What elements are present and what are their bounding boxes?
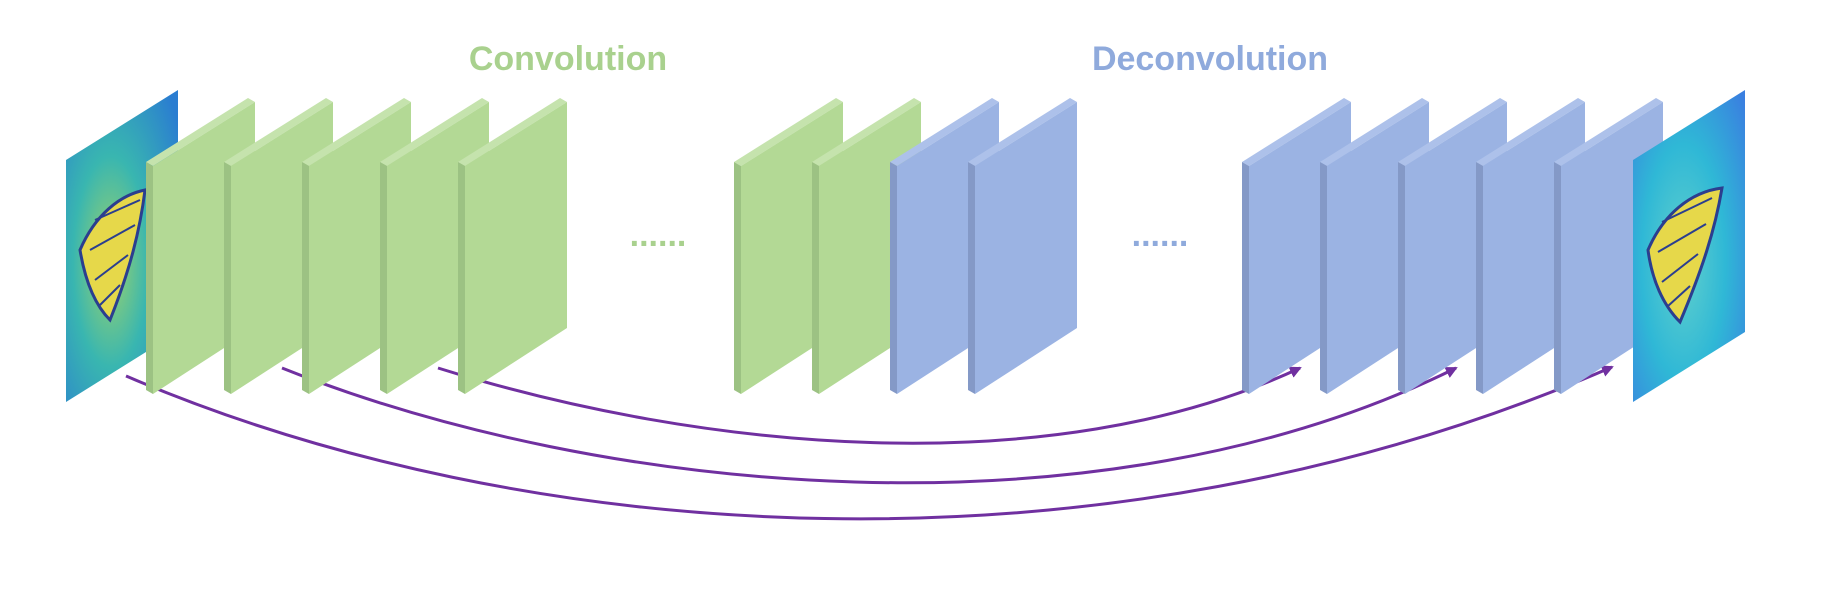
conv-layers-group-1: [146, 98, 567, 394]
convolution-label: Convolution: [469, 40, 667, 78]
deconv-ellipsis: ......: [1132, 216, 1189, 254]
skip-arrow-middle: [281, 366, 1458, 485]
deconv-layers-group-2: [1242, 98, 1663, 394]
output-butterfly-icon: [1646, 186, 1724, 325]
skip-arrow-outer: [125, 365, 1614, 521]
output-image: [1633, 90, 1745, 402]
conv-layer-5: [458, 98, 567, 394]
skip-arrow-inner: [437, 366, 1302, 445]
deconv-layer-2: [968, 98, 1077, 394]
conv-ellipsis: ......: [630, 216, 687, 254]
deconv-layers-group-1: [890, 98, 1077, 394]
skip-connections: [125, 365, 1614, 521]
input-butterfly-icon: [78, 188, 147, 323]
deconvolution-label: Deconvolution: [1092, 40, 1328, 78]
